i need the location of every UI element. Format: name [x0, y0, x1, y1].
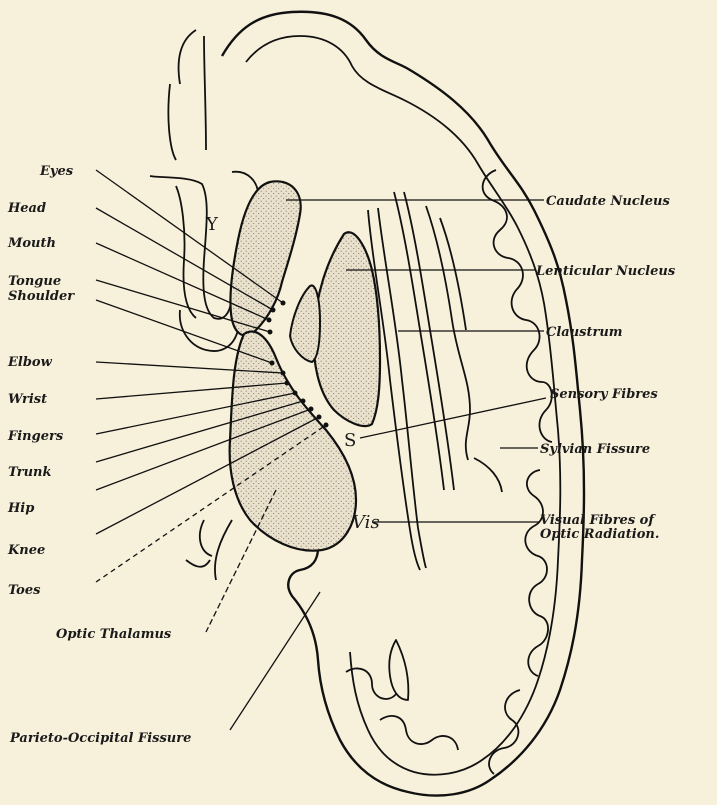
- bottom-labels: Optic Thalamus Parieto-Occipital Fissure: [9, 627, 191, 746]
- label-knee: Knee: [7, 543, 45, 558]
- label-optic-radiation: Optic Radiation.: [540, 527, 659, 542]
- label-caudate-nucleus: Caudate Nucleus: [546, 194, 670, 209]
- label-sensory-fibres: Sensory Fibres: [550, 387, 658, 402]
- label-shoulder: Shoulder: [8, 289, 75, 304]
- caudate-nucleus-shape: [230, 181, 300, 335]
- label-trunk: Trunk: [8, 465, 52, 480]
- label-wrist: Wrist: [8, 392, 47, 407]
- globus-pallidus-shape: [290, 285, 320, 362]
- label-visual-fibres: Visual Fibres of: [540, 513, 656, 528]
- label-elbow: Elbow: [7, 355, 53, 370]
- label-parieto-occipital-fissure: Parieto-Occipital Fissure: [9, 731, 191, 746]
- label-head: Head: [7, 201, 46, 216]
- letter-s: S: [344, 430, 356, 451]
- label-sylvian-fissure: Sylvian Fissure: [540, 442, 650, 457]
- label-eyes: Eyes: [39, 164, 74, 179]
- lenticular-nucleus-shape: [314, 232, 380, 426]
- label-optic-thalamus: Optic Thalamus: [56, 627, 172, 642]
- ventricle-mark: Y: [205, 214, 219, 235]
- left-labels: Eyes Head Mouth Tongue Shoulder Elbow Wr…: [7, 164, 75, 598]
- letter-vis: Vis: [352, 512, 380, 533]
- label-claustrum: Claustrum: [546, 325, 623, 340]
- label-lenticular-nucleus: Lenticular Nucleus: [535, 264, 676, 279]
- label-hip: Hip: [7, 501, 34, 516]
- right-labels: Caudate Nucleus Lenticular Nucleus Claus…: [535, 194, 676, 542]
- label-fingers: Fingers: [7, 429, 64, 444]
- label-tongue: Tongue: [8, 274, 61, 289]
- label-mouth: Mouth: [7, 236, 56, 251]
- label-toes: Toes: [8, 583, 41, 598]
